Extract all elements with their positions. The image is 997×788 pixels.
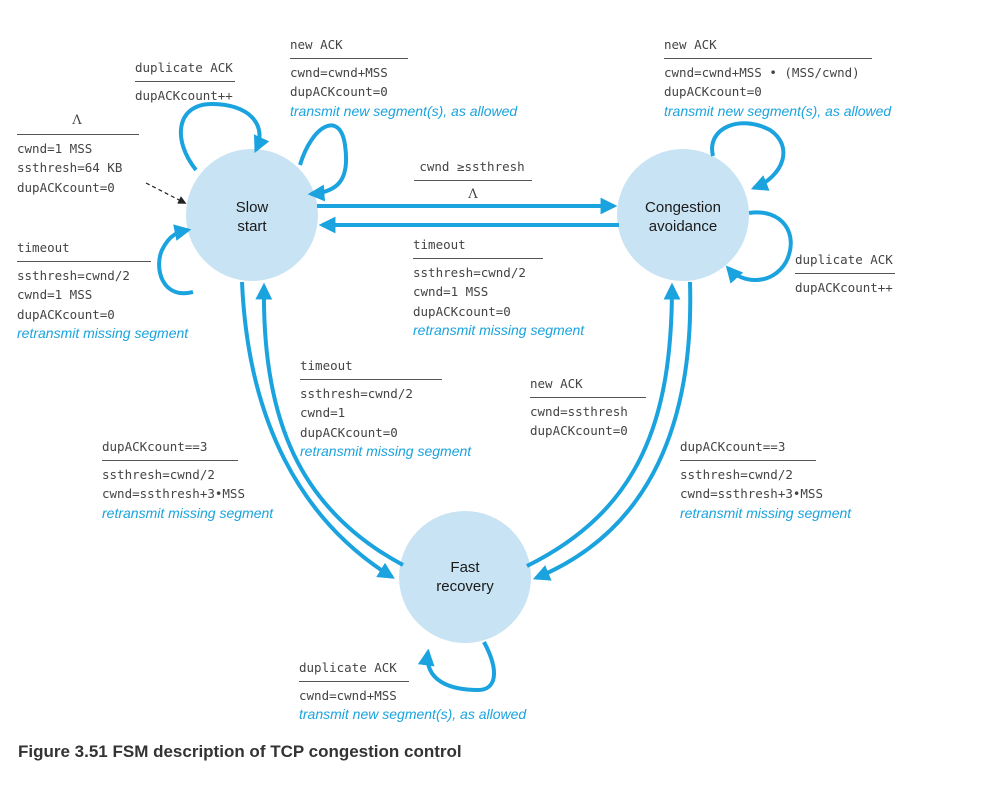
transition-ss-timeout-action-3: dupACKcount=0 [17,306,115,322]
transition-initial-action-3: dupACKcount=0 [17,179,115,195]
transition-ss-timeout-action-2: cwnd=1 MSS [17,287,93,302]
transition-fr-to-ss-timeout-actions: ssthresh=cwnd/2 cwnd=1 dupACKcount=0 ret… [300,380,471,462]
transition-fr-to-ss-timeout-event: timeout [300,356,442,380]
ss-timeout-loop [157,224,194,296]
transition-ca-dup-ack-action-1: dupACKcount++ [795,279,893,295]
state-fast-recovery-circle [399,511,531,643]
transition-ss-to-ca-action-1: Λ [468,186,478,202]
fr-to-ss-arrow [255,282,404,567]
transition-ca-to-fr: dupACKcount==3 ssthresh=cwnd/2 cwnd=ssth… [680,437,851,523]
transition-ss-to-fr-action-1: ssthresh=cwnd/2 [102,466,215,482]
ca-new-ack-loop [710,121,786,191]
transition-ss-to-fr: dupACKcount==3 ssthresh=cwnd/2 cwnd=ssth… [102,437,273,523]
transition-ca-to-fr-action-1: ssthresh=cwnd/2 [680,466,793,482]
transition-ss-dup-ack-event: duplicate ACK [135,58,235,82]
transition-fr-dup-ack-actions: cwnd=cwnd+MSS transmit new segment(s), a… [299,682,526,725]
transition-fr-to-ca-new-ack-action-2: dupACKcount=0 [530,423,628,438]
transition-fr-to-ss-timeout-action-3: dupACKcount=0 [300,424,398,440]
transition-ss-timeout-action-4: retransmit missing segment [17,325,189,341]
transition-ca-to-ss-timeout-action-2: cwnd=1 MSS [413,284,489,299]
transition-ss-dup-ack-action-1: dupACKcount++ [135,87,233,103]
transition-initial-action-2: ssthresh=64 KB [17,160,123,175]
transition-ss-new-ack-event: new ACK [290,35,408,59]
transition-fr-to-ca-new-ack-actions: cwnd=ssthresh dupACKcount=0 [530,398,646,441]
ca-to-fr-arrow [532,281,693,581]
transition-ss-to-fr-event: dupACKcount==3 [102,437,238,461]
transition-fr-to-ss-timeout-action-1: ssthresh=cwnd/2 [300,385,413,401]
transition-fr-dup-ack-event: duplicate ACK [299,658,409,682]
transition-ca-new-ack-action-2: dupACKcount=0 [664,84,762,99]
transition-ca-to-fr-action-3: retransmit missing segment [680,504,852,521]
transition-ca-to-ss-timeout-action-4: retransmit missing segment [413,322,585,338]
ss-new-ack-loop [298,123,349,202]
transition-ss-to-ca-actions: Λ [414,181,532,205]
ss-dup-ack-loop [179,101,270,172]
transition-ss-timeout-action-1: ssthresh=cwnd/2 [17,267,130,283]
transition-ss-dup-ack-actions: dupACKcount++ [135,82,235,106]
transition-initial-event: Λ [17,111,139,135]
transition-ca-to-ss-timeout: timeout ssthresh=cwnd/2 cwnd=1 MSS dupAC… [413,235,584,341]
transition-ss-to-fr-action-2: cwnd=ssthresh+3•MSS [102,486,245,501]
transition-ca-dup-ack: duplicate ACK dupACKcount++ [795,250,895,297]
transition-initial-actions: cwnd=1 MSS ssthresh=64 KB dupACKcount=0 [17,135,139,198]
transition-ca-to-fr-actions: ssthresh=cwnd/2 cwnd=ssthresh+3•MSS retr… [680,461,851,524]
transition-ss-to-ca-event: cwnd ≥ssthresh [414,157,532,181]
transition-fr-to-ca-new-ack-event: new ACK [530,374,646,398]
transition-ss-timeout: timeout ssthresh=cwnd/2 cwnd=1 MSS dupAC… [17,238,188,344]
transition-ca-new-ack-event: new ACK [664,35,872,59]
transition-ss-new-ack-action-3: transmit new segment(s), as allowed [290,102,518,119]
transition-fr-to-ss-timeout: timeout ssthresh=cwnd/2 cwnd=1 dupACKcou… [300,356,471,462]
transition-fr-to-ca-new-ack: new ACK cwnd=ssthresh dupACKcount=0 [530,374,646,441]
transition-fr-dup-ack-action-1: cwnd=cwnd+MSS [299,687,397,703]
fr-dup-ack-loop [417,641,497,693]
state-fast-recovery-label-1: Fast [450,559,480,576]
state-congestion-avoidance-label-2: avoidance [649,218,717,235]
state-slow-start: Slow start [186,149,318,281]
transition-ca-to-fr-action-2: cwnd=ssthresh+3•MSS [680,486,823,501]
transition-ss-new-ack-action-2: dupACKcount=0 [290,84,388,99]
transition-fr-dup-ack: duplicate ACK cwnd=cwnd+MSS transmit new… [299,658,526,725]
transition-ss-new-ack-action-1: cwnd=cwnd+MSS [290,64,388,80]
initial-arrow [145,182,187,204]
transition-initial: Λ cwnd=1 MSS ssthresh=64 KB dupACKcount=… [17,111,139,197]
state-congestion-avoidance: Congestion avoidance [617,149,749,281]
transition-ss-dup-ack: duplicate ACK dupACKcount++ [135,58,235,105]
fr-to-ca-arrow [526,282,681,568]
transition-ss-timeout-actions: ssthresh=cwnd/2 cwnd=1 MSS dupACKcount=0… [17,262,188,344]
transition-fr-dup-ack-action-2: transmit new segment(s), as allowed [299,706,527,722]
ss-to-fr-arrow [240,281,395,579]
transition-fr-to-ss-timeout-action-4: retransmit missing segment [300,443,472,459]
transition-ca-new-ack-actions: cwnd=cwnd+MSS • (MSS/cwnd) dupACKcount=0… [664,59,891,122]
transition-fr-to-ca-new-ack-action-1: cwnd=ssthresh [530,403,628,419]
transition-ca-new-ack: new ACK cwnd=cwnd+MSS • (MSS/cwnd) dupAC… [664,35,891,121]
state-slow-start-circle [186,149,318,281]
state-fast-recovery-label-2: recovery [436,578,494,595]
transition-ca-to-ss-timeout-action-1: ssthresh=cwnd/2 [413,264,526,280]
transition-ca-to-ss-timeout-action-3: dupACKcount=0 [413,303,511,319]
state-congestion-avoidance-circle [617,149,749,281]
transition-ss-timeout-event: timeout [17,238,151,262]
transition-ca-dup-ack-event: duplicate ACK [795,250,895,274]
transition-initial-action-1: cwnd=1 MSS [17,140,93,156]
transition-ss-new-ack: new ACK cwnd=cwnd+MSS dupACKcount=0 tran… [290,35,517,121]
transition-ca-dup-ack-actions: dupACKcount++ [795,274,895,298]
transition-ca-new-ack-action-3: transmit new segment(s), as allowed [664,102,892,119]
transition-ss-to-fr-action-3: retransmit missing segment [102,504,274,521]
transition-ca-to-fr-event: dupACKcount==3 [680,437,816,461]
state-fast-recovery: Fast recovery [399,511,531,643]
transition-ss-to-fr-actions: ssthresh=cwnd/2 cwnd=ssthresh+3•MSS retr… [102,461,273,524]
transition-ss-new-ack-actions: cwnd=cwnd+MSS dupACKcount=0 transmit new… [290,59,517,122]
transition-ss-to-ca: cwnd ≥ssthresh Λ [414,157,532,204]
transition-ca-to-ss-timeout-actions: ssthresh=cwnd/2 cwnd=1 MSS dupACKcount=0… [413,259,584,341]
ca-dup-ack-loop [725,210,793,284]
state-congestion-avoidance-label-1: Congestion [645,199,721,216]
state-slow-start-label-1: Slow [236,199,269,216]
transition-ca-new-ack-action-1: cwnd=cwnd+MSS • (MSS/cwnd) [664,64,860,80]
transition-fr-to-ss-timeout-action-2: cwnd=1 [300,405,346,420]
figure-caption: Figure 3.51 FSM description of TCP conge… [18,742,462,761]
transition-ca-to-ss-timeout-event: timeout [413,235,543,259]
state-slow-start-label-2: start [237,218,267,235]
